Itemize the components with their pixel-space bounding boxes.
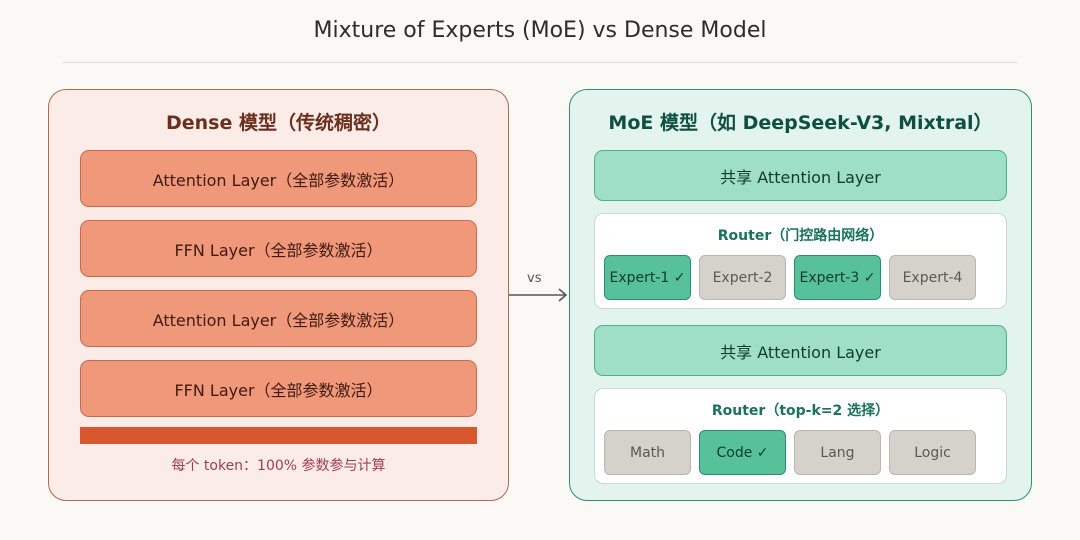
router-1-title: Router（门控路由网络） xyxy=(717,228,884,244)
expert-3-chip: Expert-3 ✓ xyxy=(794,255,881,300)
vs-label: vs xyxy=(527,271,542,286)
expert-math-chip: Math xyxy=(604,430,691,475)
title-divider xyxy=(63,62,1017,63)
moe-router-1: Router（门控路由网络） Expert-1 ✓ Expert-2 Exper… xyxy=(594,213,1007,309)
expert-1-chip: Expert-1 ✓ xyxy=(604,255,691,300)
expert-2-chip: Expert-2 xyxy=(699,255,786,300)
expert-logic-chip: Logic xyxy=(889,430,976,475)
dense-panel: Dense 模型（传统稠密） Attention Layer（全部参数激活） F… xyxy=(48,89,509,501)
moe-panel-title: MoE 模型（如 DeepSeek-V3, Mixtral） xyxy=(608,112,993,134)
moe-panel: MoE 模型（如 DeepSeek-V3, Mixtral） 共享 Attent… xyxy=(569,89,1032,501)
vs-arrow-icon xyxy=(509,288,568,302)
diagram-title: Mixture of Experts (MoE) vs Dense Model xyxy=(313,18,767,43)
dense-ffn-layer-1: FFN Layer（全部参数激活） xyxy=(80,220,477,277)
dense-attention-layer-1: Attention Layer（全部参数激活） xyxy=(80,150,477,207)
expert-lang-chip: Lang xyxy=(794,430,881,475)
dense-attention-layer-2: Attention Layer（全部参数激活） xyxy=(80,290,477,347)
moe-router-2: Router（top-k=2 选择） Math Code ✓ Lang Logi… xyxy=(594,388,1007,484)
router-2-title: Router（top-k=2 选择） xyxy=(711,403,890,419)
dense-panel-title: Dense 模型（传统稠密） xyxy=(166,112,391,134)
moe-shared-attention-1: 共享 Attention Layer xyxy=(594,150,1007,201)
dense-ffn-layer-2: FFN Layer（全部参数激活） xyxy=(80,360,477,417)
full-activation-bar xyxy=(80,427,477,444)
moe-shared-attention-2: 共享 Attention Layer xyxy=(594,325,1007,376)
expert-code-chip: Code ✓ xyxy=(699,430,786,475)
expert-4-chip: Expert-4 xyxy=(889,255,976,300)
dense-caption: 每个 token：100% 参数参与计算 xyxy=(171,458,386,474)
